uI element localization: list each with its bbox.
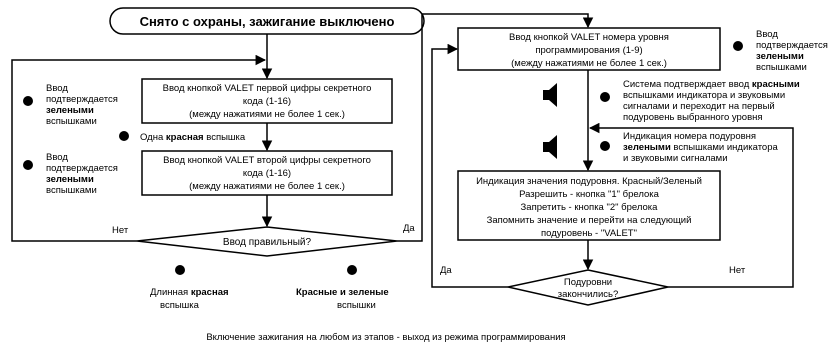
- confirm3-line1: Ввод: [756, 29, 778, 40]
- long-red-line2: вспышка: [160, 300, 200, 311]
- decision1-yes-label: Да: [403, 223, 415, 234]
- speaker-icon: [543, 135, 570, 159]
- long-red-flash-icon: [168, 258, 192, 282]
- step1-line1: Ввод кнопкой VALET первой цифры секретно…: [163, 83, 372, 94]
- decision2-line2: закончились?: [558, 289, 619, 300]
- confirm2-line1: Ввод: [46, 152, 68, 163]
- speaker-icon: [543, 83, 570, 107]
- system-confirm-line4: подуровень выбранного уровня: [623, 112, 763, 123]
- confirm1-line1: Ввод: [46, 83, 68, 94]
- start-title: Снято с охраны, зажигание выключено: [140, 14, 395, 29]
- system-confirm-line2: вспышками индикатора и звуковыми: [623, 90, 785, 101]
- confirm3-line2: подтверждается: [756, 40, 828, 51]
- red-green-flash-icon: [340, 258, 364, 282]
- long-red-label: Длинная красная: [150, 287, 229, 298]
- red-green-label: Красные и зеленые: [296, 287, 389, 298]
- confirm1-line4: вспышками: [46, 116, 97, 127]
- connector-decision2-no: [588, 122, 794, 288]
- connector-decision2-yes: [431, 43, 508, 288]
- decision1-no-label: Нет: [112, 225, 129, 236]
- decision-sublevels-done: [507, 269, 669, 306]
- confirm3-line4: вспышками: [756, 62, 807, 73]
- green-flash-icon: [593, 134, 617, 158]
- confirm3-bold: зелеными: [756, 51, 804, 62]
- level-line1: Ввод кнопкой VALET номера уровня: [509, 32, 669, 43]
- connector-yes-to-level: [397, 13, 594, 242]
- value-line1: Индикация значения подуровня. Красный/Зе…: [476, 176, 702, 187]
- system-confirm-line3: сигналами и переходит на первый: [623, 101, 775, 112]
- value-line4: Запомнить значение и перейти на следующи…: [487, 215, 692, 226]
- sublevel-line2: зелеными вспышками индикатора: [623, 142, 778, 153]
- footer-note: Включение зажигания на любом из этапов -…: [206, 332, 565, 343]
- red-flash-icon: [593, 85, 617, 109]
- step2-line3: (между нажатиями не более 1 сек.): [189, 181, 345, 192]
- green-flash-icon: [16, 153, 40, 177]
- red-green-line2: вспышки: [337, 300, 376, 311]
- decision1-label: Ввод правильный?: [223, 237, 312, 248]
- confirm2-line4: вспышками: [46, 185, 97, 196]
- value-line5: подуровень - "VALET": [541, 228, 637, 239]
- system-confirm-line1: Система подтверждает ввод красными: [623, 79, 800, 90]
- sublevel-value-box: [457, 170, 721, 241]
- level-line2: программирования (1-9): [535, 45, 642, 56]
- step1-line2: кода (1-16): [243, 96, 291, 107]
- confirm2-bold: зелеными: [46, 174, 94, 185]
- value-line2: Разрешить - кнопка "1" брелока: [519, 189, 660, 200]
- green-flash-icon: [726, 34, 750, 58]
- step2-box: [141, 150, 393, 196]
- step1-box: [141, 78, 393, 124]
- decision2-no-label: Нет: [729, 265, 746, 276]
- step1-line3: (между нажатиями не более 1 сек.): [189, 109, 345, 120]
- connector-no-loop: [11, 54, 267, 242]
- decision-input-correct: [136, 226, 398, 257]
- decision2-yes-label: Да: [440, 265, 452, 276]
- red-flash-icon: [112, 124, 136, 148]
- sublevel-line3: и звуковыми сигналами: [623, 153, 728, 164]
- step2-line2: кода (1-16): [243, 168, 291, 179]
- confirm1-line2: подтверждается: [46, 94, 118, 105]
- value-line3: Запретить - кнопка "2" брелока: [521, 202, 659, 213]
- confirm2-line2: подтверждается: [46, 163, 118, 174]
- step2-line1: Ввод кнопкой VALET второй цифры секретно…: [163, 155, 371, 166]
- sublevel-line1: Индикация номера подуровня: [623, 131, 756, 142]
- green-flash-icon: [16, 89, 40, 113]
- red-flash-label: Одна красная вспышка: [140, 132, 246, 143]
- confirm1-bold: зелеными: [46, 105, 94, 116]
- level-line3: (между нажатиями не более 1 сек.): [511, 58, 667, 69]
- decision2-line1: Подуровни: [564, 277, 612, 288]
